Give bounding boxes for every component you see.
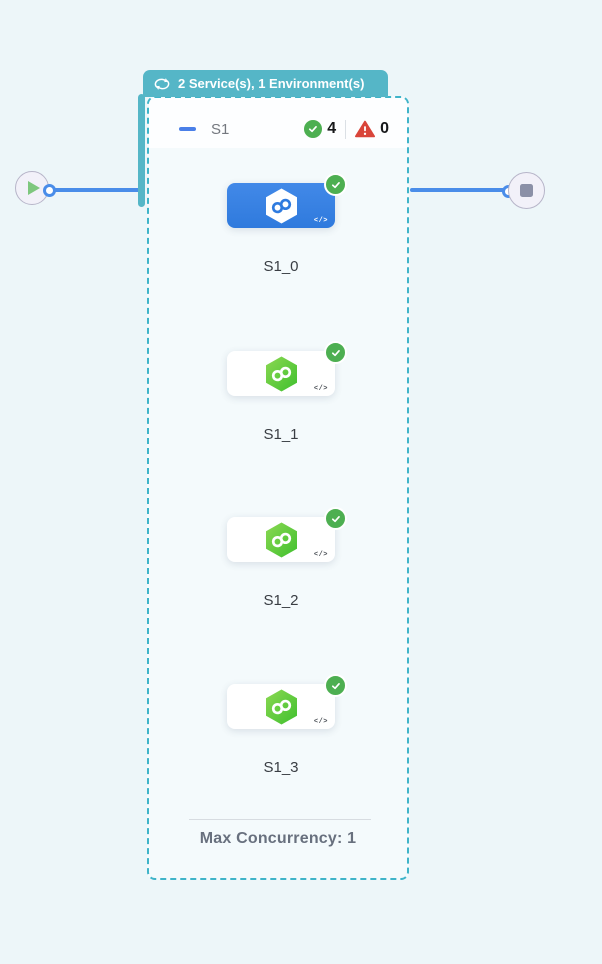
max-concurrency-label: Max Concurrency: 1: [199, 830, 357, 847]
node-label: S1_2: [263, 592, 299, 609]
pipeline-node-s1-3[interactable]: </>: [227, 674, 347, 729]
node-label: S1_1: [263, 426, 299, 443]
connector-line-right: [410, 188, 505, 192]
code-icon: </>: [313, 551, 328, 559]
status-check-badge: [324, 674, 347, 697]
code-icon: </>: [313, 385, 328, 393]
warning-triangle-icon: [355, 120, 376, 138]
code-icon: </>: [313, 718, 328, 726]
failure-count: 0: [380, 120, 389, 137]
stage-header: S1 4 0: [179, 116, 389, 142]
end-node[interactable]: [508, 172, 545, 209]
stage-name: S1: [211, 120, 230, 138]
pipeline-node-s1-2[interactable]: </>: [227, 507, 347, 562]
status-check-badge: [324, 507, 347, 530]
count-divider: [345, 119, 347, 139]
loop-icon: [153, 77, 171, 91]
loop-strategy-tab[interactable]: 2 Service(s), 1 Environment(s): [143, 70, 388, 97]
code-icon: </>: [313, 217, 328, 225]
group-left-highlight-strip: [138, 94, 145, 207]
success-count: 4: [327, 120, 337, 137]
service-hexagon-icon: [265, 188, 298, 224]
pipeline-node-s1-1[interactable]: </>: [227, 341, 347, 396]
node-label: S1_3: [263, 759, 299, 776]
pipeline-node-s1-0[interactable]: </>: [227, 173, 347, 228]
service-hexagon-icon: [265, 356, 298, 392]
status-check-badge: [324, 341, 347, 364]
service-hexagon-icon: [265, 522, 298, 558]
service-hexagon-icon: [265, 689, 298, 725]
node-label: S1_0: [263, 258, 299, 275]
loop-tab-label: 2 Service(s), 1 Environment(s): [178, 76, 365, 91]
stage-status-group: 4 0: [304, 119, 389, 139]
stop-icon: [520, 184, 533, 197]
status-check-badge: [324, 173, 347, 196]
collapse-dash-icon[interactable]: [179, 127, 196, 131]
play-icon: [28, 181, 40, 195]
footer-divider: [189, 819, 371, 820]
stage-group-container: S1 4 0: [147, 96, 409, 880]
success-check-icon: [304, 120, 323, 138]
connector-dot-left: [43, 183, 56, 197]
connector-line-left: [53, 188, 140, 192]
